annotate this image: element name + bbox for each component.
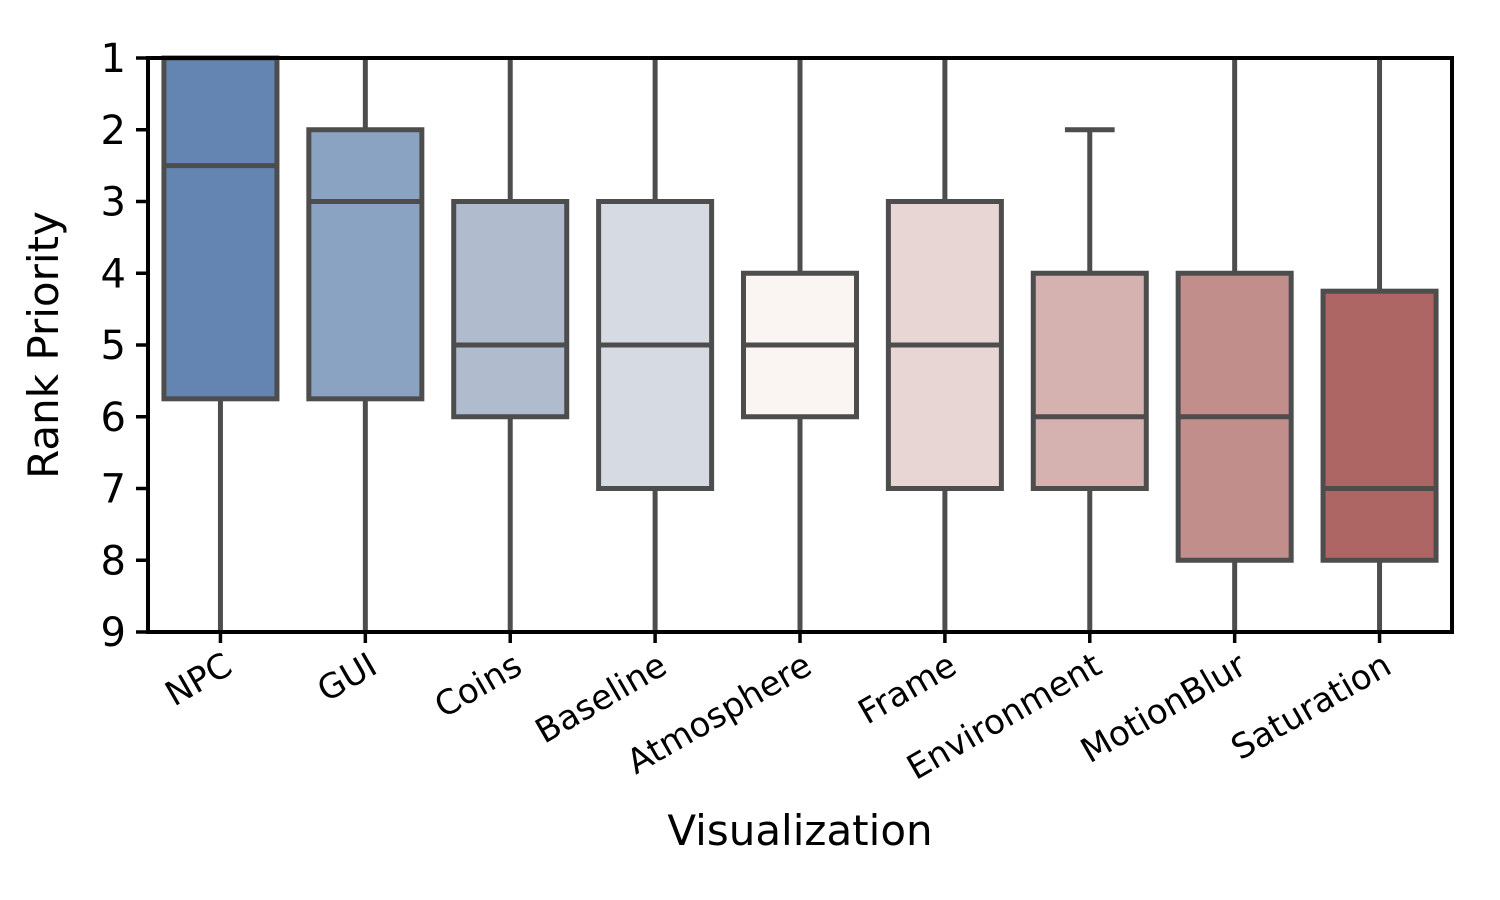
box-saturation [1320, 58, 1439, 632]
y-tick-label: 2 [101, 108, 126, 154]
y-tick-label: 7 [101, 467, 126, 513]
box-frame [885, 58, 1004, 632]
y-tick-label: 4 [101, 251, 126, 297]
box-body [451, 199, 570, 420]
box-body [161, 55, 280, 402]
box-npc [161, 55, 280, 632]
y-tick-label: 6 [101, 395, 126, 441]
y-tick-label: 9 [101, 610, 126, 656]
y-tick-label: 8 [101, 538, 126, 584]
box-body [1320, 288, 1439, 563]
box-atmosphere [740, 58, 860, 632]
box-body [306, 127, 425, 402]
box-coins [451, 58, 570, 632]
x-tick-label-coins: Coins [428, 645, 529, 726]
y-tick-label: 1 [101, 36, 126, 82]
axes-layer [136, 56, 1454, 643]
box-gui [306, 58, 425, 632]
x-axis-title: Visualization [667, 806, 932, 855]
box-body [1030, 270, 1149, 491]
box-baseline [596, 58, 715, 632]
x-tick-label-motionblur: MotionBlur [1074, 645, 1253, 771]
boxes-layer [161, 55, 1439, 632]
y-tick-label: 5 [101, 323, 126, 369]
box-environment [1030, 127, 1149, 632]
x-tick-label-saturation: Saturation [1225, 645, 1399, 768]
y-axis-title: Rank Priority [19, 211, 68, 479]
x-tick-label-frame: Frame [852, 645, 964, 733]
x-tick-label-gui: GUI [311, 645, 384, 710]
box-motionblur [1175, 58, 1294, 632]
x-tick-label-npc: NPC [159, 645, 239, 714]
y-tick-label: 3 [101, 180, 126, 226]
